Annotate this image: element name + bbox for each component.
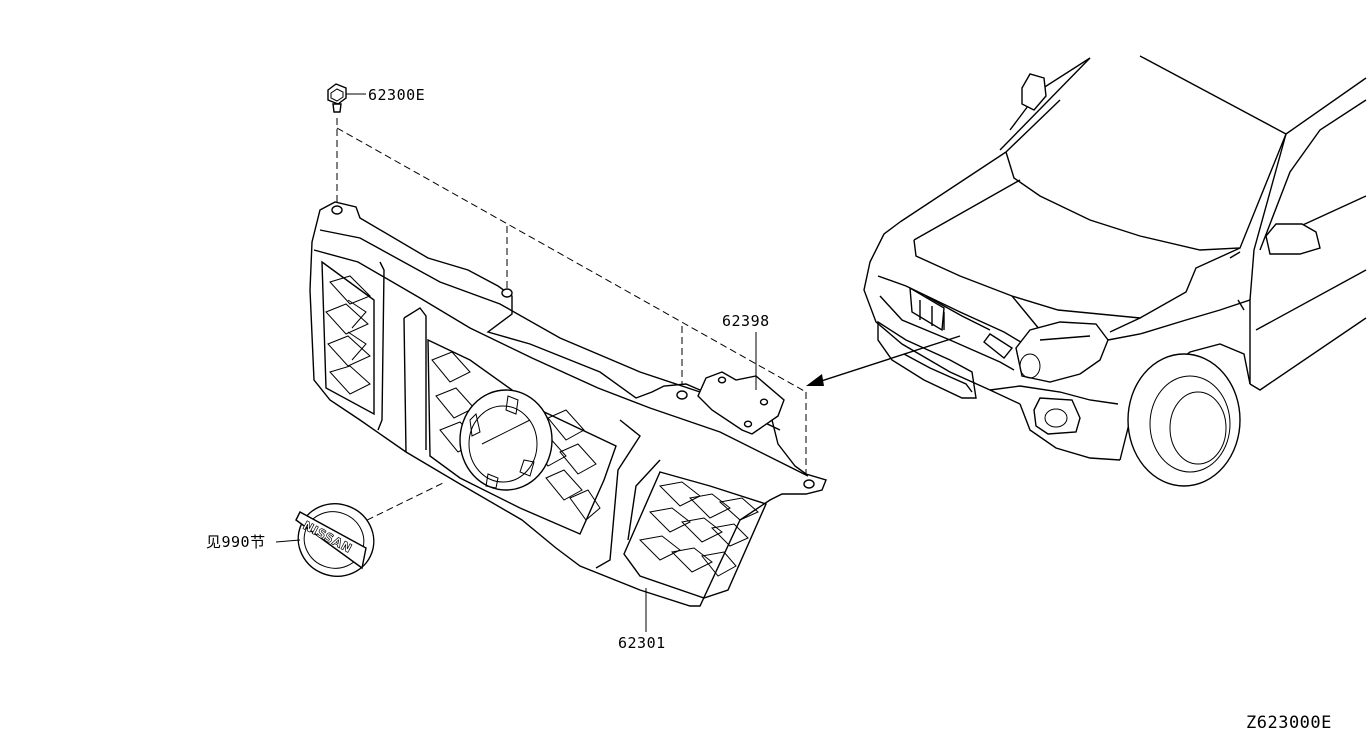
label-clip: 62300E bbox=[368, 86, 425, 104]
diagram-code: Z623000E bbox=[1246, 713, 1332, 733]
bracket-part bbox=[697, 332, 785, 435]
label-bracket: 62398 bbox=[722, 312, 770, 330]
label-grille: 62301 bbox=[618, 634, 666, 652]
grille-part bbox=[309, 201, 827, 632]
dashed-leaders bbox=[336, 118, 807, 526]
emblem-part: NISSAN bbox=[275, 503, 375, 577]
clip-part bbox=[327, 83, 366, 113]
vehicle-locator bbox=[806, 55, 1367, 487]
label-emblem: 见990节 bbox=[206, 533, 266, 551]
